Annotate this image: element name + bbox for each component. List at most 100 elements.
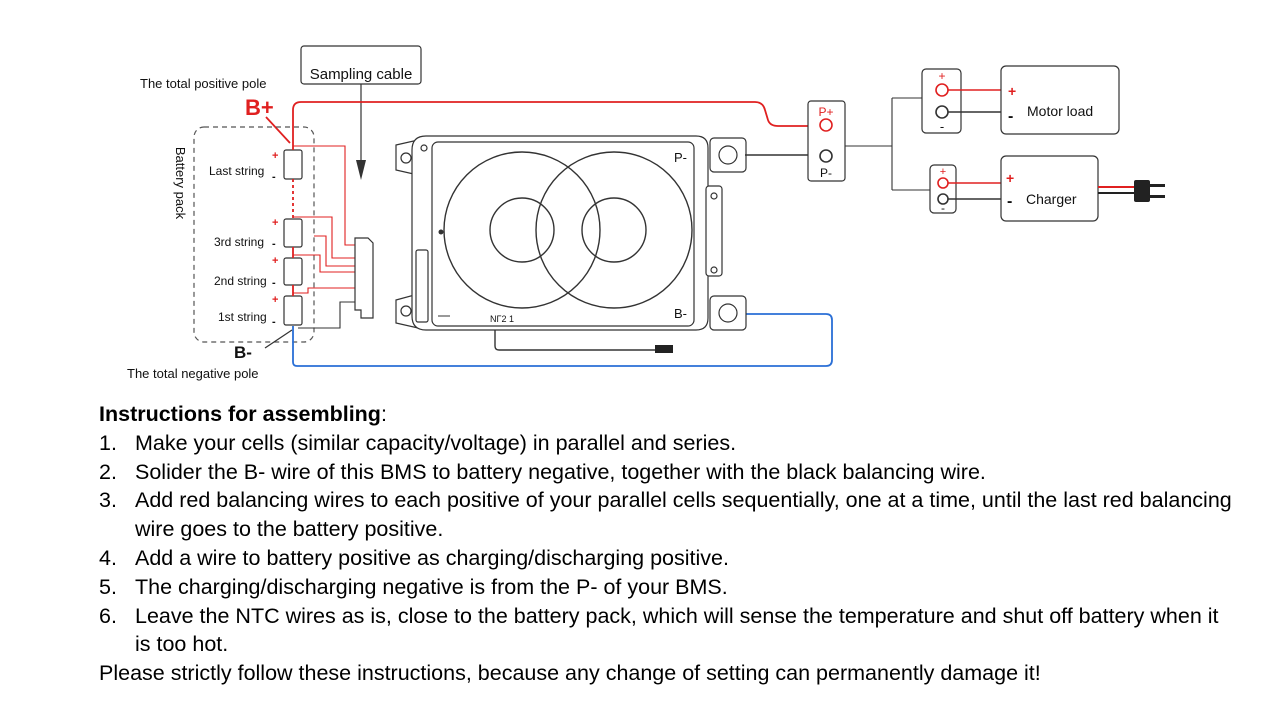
sampling-cable-label: Sampling cable	[310, 66, 413, 83]
step-text: The charging/discharging negative is fro…	[135, 574, 728, 599]
bms-b-minus-label: B-	[674, 306, 687, 321]
instruction-step: 5. The charging/discharging negative is f…	[99, 573, 1239, 602]
cell-last-plus: +	[272, 150, 278, 162]
step-text: Add a wire to battery positive as chargi…	[135, 545, 729, 570]
bms-inner-panel	[431, 141, 695, 327]
cell-last-minus: -	[272, 171, 276, 183]
battery-cells	[283, 149, 303, 326]
battery-pack-box	[193, 126, 315, 343]
step-text: Leave the NTC wires as is, close to the …	[135, 603, 1219, 657]
cell-third	[283, 218, 303, 248]
bms-heatsink-loops	[443, 151, 693, 309]
total-negative-pole-label: The total negative pole	[127, 366, 259, 381]
motor-plus-terminal	[935, 83, 949, 97]
cell-first-minus: -	[272, 316, 276, 328]
ntc-wire	[494, 330, 660, 351]
bms-wiring-diagram: Sampling cable The total positive pole B…	[127, 45, 1165, 381]
total-positive-pole-label: The total positive pole	[140, 76, 266, 91]
charger-connector-plus: +	[940, 166, 946, 178]
instructions-steps: 1. Make your cells (similar capacity/volt…	[99, 429, 1239, 659]
sampling-cable-arrowhead	[356, 160, 366, 180]
b-plus-pointer	[265, 116, 291, 144]
instruction-step: 4. Add a wire to battery positive as char…	[99, 544, 1239, 573]
bms-side-slot	[415, 249, 429, 323]
step-text: Make your cells (similar capacity/voltag…	[135, 430, 737, 455]
b-plus-label: B+	[245, 95, 274, 120]
b-minus-pointer	[264, 329, 293, 349]
heatsink-left-outer	[443, 151, 601, 309]
instruction-step: 6. Leave the NTC wires as is, close to th…	[99, 602, 1239, 660]
bms-board	[395, 135, 747, 331]
step-number: 2.	[99, 459, 117, 484]
step-number: 1.	[99, 430, 117, 455]
motor-load-label: Motor load	[1027, 103, 1093, 119]
balancing-wires	[293, 145, 358, 294]
charger-plus-terminal	[937, 177, 949, 189]
motor-load-plus: +	[1008, 83, 1016, 99]
positive-main-wire	[292, 101, 808, 143]
negative-wire	[292, 313, 833, 367]
cell-first	[283, 295, 303, 326]
cell-second-minus: -	[272, 277, 276, 289]
warning-text: Please strictly follow these instruction…	[99, 661, 1041, 686]
motor-connector-minus: -	[940, 119, 944, 134]
instructions-section: Instructions for assembling: 1. Make your…	[99, 400, 1239, 688]
charger-label: Charger	[1026, 191, 1077, 207]
plug-prong-top	[1150, 184, 1165, 187]
ntc-mark-label: NΓ2 1	[490, 314, 514, 324]
step-text: Solider the B- wire of this BMS to batte…	[135, 459, 986, 484]
instructions-title: Instructions for assembling:	[99, 400, 1239, 429]
heatsink-right-outer	[535, 151, 693, 309]
p-plus-terminal	[819, 118, 833, 132]
instruction-step: 3. Add red balancing wires to each positi…	[99, 486, 1239, 544]
cell-first-plus: +	[272, 294, 278, 306]
step-number: 5.	[99, 574, 117, 599]
plug-prong-bottom	[1150, 195, 1165, 198]
heatsink-right-inner	[581, 197, 647, 263]
last-string-label: Last string	[209, 164, 264, 178]
motor-connector-plus: +	[938, 69, 945, 83]
battery-pack-label: Battery pack	[173, 147, 188, 220]
instruction-step: 2. Solider the B- wire of this BMS to bat…	[99, 458, 1239, 487]
motor-minus-terminal	[935, 105, 949, 119]
cell-polarity-marks: + - + - + - + -	[272, 150, 278, 328]
charger-connector-minus: -	[941, 201, 945, 215]
motor-connector	[921, 68, 962, 134]
cell-third-minus: -	[272, 238, 276, 250]
instructions-title-colon: :	[380, 402, 387, 426]
cell-third-plus: +	[272, 217, 278, 229]
plug-icon	[1134, 180, 1150, 202]
bms-dot	[438, 229, 444, 235]
heatsink-left-inner	[489, 197, 555, 263]
charger-box	[1000, 155, 1099, 222]
step-number: 6.	[99, 603, 117, 628]
p-minus-label: P-	[820, 166, 832, 180]
instructions-title-text: Instructions for assembling	[99, 402, 381, 426]
ntc-probe	[655, 345, 673, 353]
bms-holes	[400, 144, 738, 323]
cell-second	[283, 257, 303, 286]
step-number: 4.	[99, 545, 117, 570]
black-balancing-wire	[298, 301, 358, 329]
third-string-label: 3rd string	[214, 235, 264, 249]
motor-load-box	[1000, 65, 1120, 135]
charger-plus: +	[1006, 170, 1014, 186]
p-plus-label: P+	[818, 105, 833, 119]
output-splitter	[845, 97, 930, 191]
step-number: 3.	[99, 488, 117, 513]
cell-second-plus: +	[272, 255, 278, 267]
charger-connector	[929, 164, 957, 214]
bms-p-minus-label: P-	[674, 150, 687, 165]
sampling-connector	[354, 237, 374, 319]
p-port-block	[807, 100, 846, 182]
b-minus-label: B-	[234, 343, 252, 362]
first-string-label: 1st string	[218, 310, 267, 324]
charger-minus: -	[1007, 193, 1012, 210]
cell-last	[283, 149, 303, 180]
step-text: Add red balancing wires to each positive…	[135, 488, 1232, 542]
motor-load-minus: -	[1008, 108, 1013, 125]
p-minus-terminal	[819, 149, 833, 163]
second-string-label: 2nd string	[214, 274, 267, 288]
bms-right-tab	[705, 185, 723, 277]
instruction-step: 1. Make your cells (similar capacity/volt…	[99, 429, 1239, 458]
